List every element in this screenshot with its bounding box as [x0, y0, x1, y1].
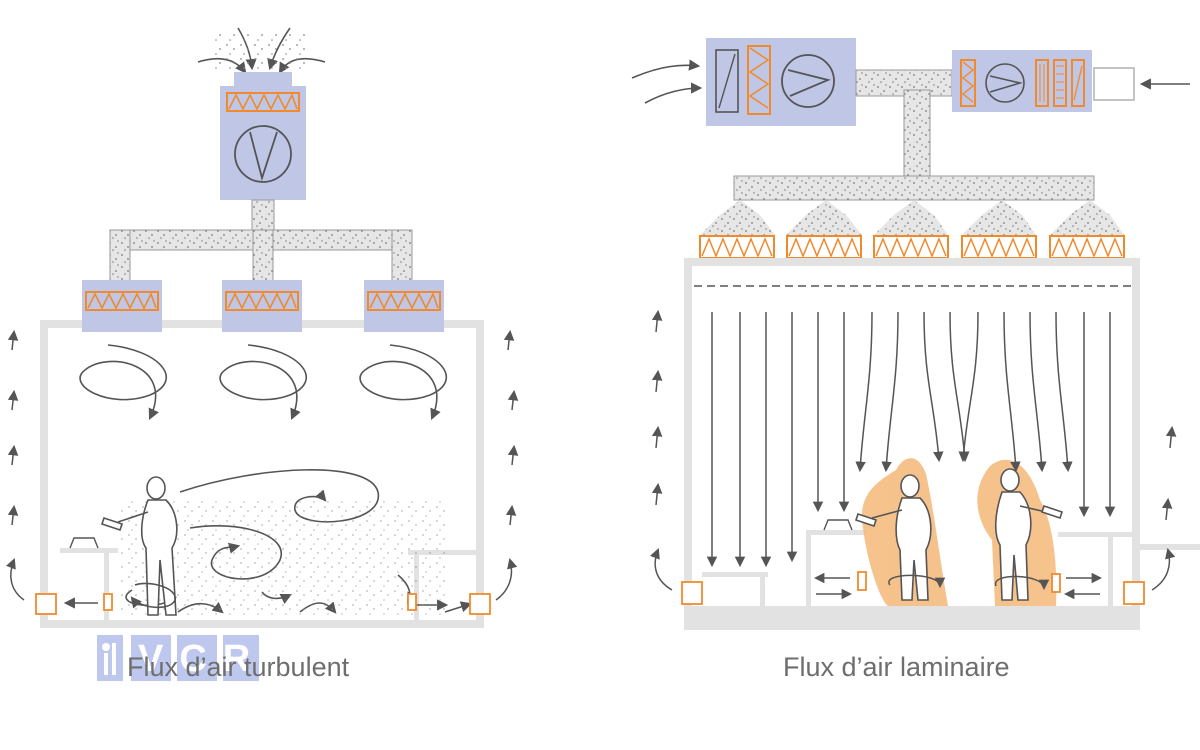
- hepa-filter-icon: [226, 92, 300, 112]
- laminar-flow-arrow: [1055, 311, 1073, 473]
- equipment: [823, 519, 853, 531]
- laminar-flow-arrow: [923, 311, 944, 463]
- vcr-watermark-logo: VCR: [95, 623, 265, 685]
- ceiling-filter-row: [699, 235, 1125, 259]
- hepa-filter-icon: [1049, 235, 1125, 259]
- turbulent-flow-caption: Flux d’air turbulent: [127, 652, 350, 682]
- turbulent-diagram: [6, 27, 519, 628]
- fresh-air-inlet: [1093, 67, 1135, 101]
- fan-icon: [234, 125, 292, 183]
- fan-icon: [985, 63, 1025, 103]
- fan-icon: [781, 54, 835, 108]
- laminar-flow-arrow: [1003, 311, 1021, 473]
- secondary-air-unit: [952, 50, 1092, 112]
- supply-ducts: [109, 199, 413, 283]
- return-air-arrows: [6, 329, 519, 601]
- equipment: [69, 537, 99, 549]
- laminar-flow-caption: Flux d’air laminaire: [783, 652, 1010, 682]
- hepa-filter-icon: [222, 280, 302, 332]
- supply-ducts: [700, 89, 1124, 235]
- laminar-flow-arrow: [1029, 311, 1047, 473]
- intake-arrows: [631, 59, 1190, 104]
- air-handling-unit: [706, 38, 856, 126]
- hepa-filter-icon: [873, 235, 949, 259]
- ceiling-filter-units: [82, 280, 444, 332]
- laminar-flow-arrow: [881, 311, 899, 473]
- return-grille-icon: [35, 593, 491, 615]
- hepa-filter-icon: [786, 235, 862, 259]
- hepa-filter-icon: [82, 280, 162, 332]
- room-walls: [684, 258, 1200, 630]
- laminar-flow-arrow: [949, 311, 970, 463]
- laminar-flow-arrows: [706, 311, 1116, 568]
- floor-recirculation: [813, 572, 1103, 600]
- laminar-flow-arrow: [855, 311, 873, 473]
- hepa-filter-icon: [699, 235, 775, 259]
- return-air-arrows: [650, 309, 1177, 591]
- return-grille-icon: [681, 571, 1145, 605]
- svg-text:VCR: VCR: [138, 638, 265, 680]
- hepa-filter-icon: [960, 59, 976, 107]
- operator-figure-icon: [994, 468, 1064, 601]
- hepa-filter-icon: [961, 235, 1037, 259]
- laminar-diagram: [631, 38, 1200, 630]
- air-handling-unit: [234, 72, 292, 86]
- hepa-filter-icon: [364, 280, 444, 332]
- hepa-filter-icon: [747, 45, 771, 115]
- laminar-flow-arrow: [958, 311, 979, 463]
- operator-figure-icon: [854, 474, 932, 601]
- operator-figure-icon: [100, 476, 178, 616]
